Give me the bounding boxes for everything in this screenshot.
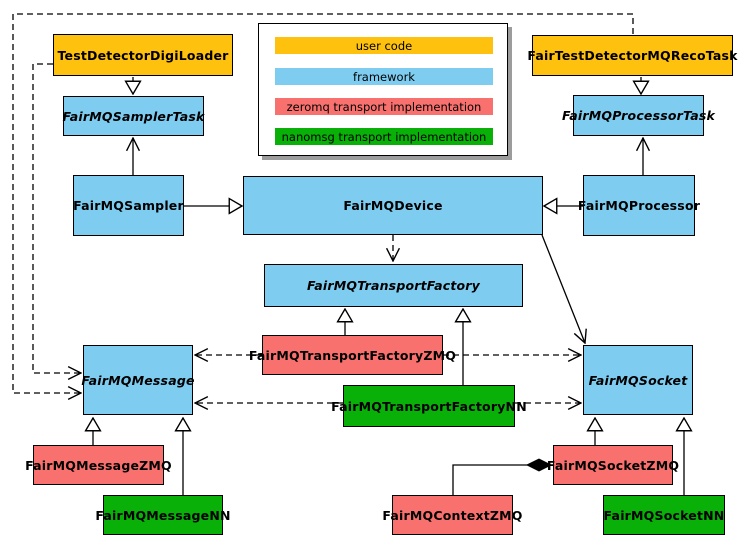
- class-box-fairmqtransportfactoryzmq: FairMQTransportFactoryZMQ: [249, 335, 456, 375]
- dependency-recotask-to-message: [12, 13, 634, 393]
- legend-label: framework: [353, 69, 415, 84]
- class-box-fairmqcontextzmq: FairMQContextZMQ: [382, 495, 522, 535]
- class-label: FairMQProcessor: [577, 198, 701, 213]
- class-label: TestDetectorDigiLoader: [57, 47, 229, 63]
- legend-item-nanomsg: nanomsg transport implementation: [275, 128, 493, 145]
- class-box-fairmqdevice: FairMQDevice: [243, 176, 543, 235]
- class-box-fairmqsamplertask: FairMQSamplerTask: [62, 96, 205, 136]
- class-label: FairMQTransportFactoryZMQ: [248, 347, 457, 363]
- class-label: FairMQSampler: [73, 198, 184, 213]
- class-box-fairtestdetectormqrecotask: FairTestDetectorMQRecoTask: [527, 35, 737, 76]
- arrow-device-to-socket: [541, 234, 585, 343]
- class-label: FairMQSocket: [588, 372, 688, 388]
- class-box-fairmqmessage: FairMQMessage: [81, 345, 195, 415]
- class-label: FairMQSocketZMQ: [546, 457, 680, 473]
- class-label: FairMQSocketNN: [603, 507, 725, 523]
- class-label: FairMQDevice: [343, 198, 443, 213]
- class-box-fairmqtransportfactorynn: FairMQTransportFactoryNN: [331, 385, 527, 427]
- dependency-digiloader-to-message: [32, 63, 81, 373]
- class-box-fairmqsocketnn: FairMQSocketNN: [603, 495, 725, 535]
- legend-label: nanomsg transport implementation: [281, 129, 487, 144]
- class-box-fairmqmessagenn: FairMQMessageNN: [95, 495, 230, 535]
- class-label: FairTestDetectorMQRecoTask: [527, 48, 738, 63]
- class-box-fairmqsocket: FairMQSocket: [583, 345, 693, 415]
- class-label: FairMQTransportFactory: [306, 278, 481, 293]
- class-box-fairmqprocessortask: FairMQProcessorTask: [562, 95, 715, 136]
- legend-item-framework: framework: [275, 68, 493, 85]
- legend-item-zeromq: zeromq transport implementation: [275, 98, 493, 115]
- class-label: FairMQContextZMQ: [382, 507, 523, 523]
- legend: user code framework zeromq transport imp…: [258, 23, 508, 156]
- class-label: FairMQMessageNN: [95, 507, 231, 523]
- class-box-fairmqprocessor: FairMQProcessor: [578, 175, 700, 236]
- legend-label: user code: [355, 38, 413, 53]
- legend-item-user-code: user code: [275, 37, 493, 54]
- legend-label: zeromq transport implementation: [286, 99, 482, 114]
- class-box-fairmqsocketzmq: FairMQSocketZMQ: [547, 445, 679, 485]
- class-box-fairmqmessagezmq: FairMQMessageZMQ: [25, 445, 172, 485]
- class-box-fairmqtransportfactory: FairMQTransportFactory: [264, 264, 523, 307]
- class-label: FairMQMessage: [81, 372, 195, 388]
- class-label: FairMQProcessorTask: [561, 108, 716, 123]
- class-label: FairMQMessageZMQ: [25, 457, 172, 473]
- class-label: FairMQTransportFactoryNN: [331, 398, 527, 414]
- class-box-testdetectordigiloader: TestDetectorDigiLoader: [53, 34, 233, 76]
- class-box-fairmqsampler: FairMQSampler: [73, 175, 184, 236]
- class-label: FairMQSamplerTask: [62, 108, 205, 124]
- composition-contextzmq-socketzmq: [452, 465, 551, 495]
